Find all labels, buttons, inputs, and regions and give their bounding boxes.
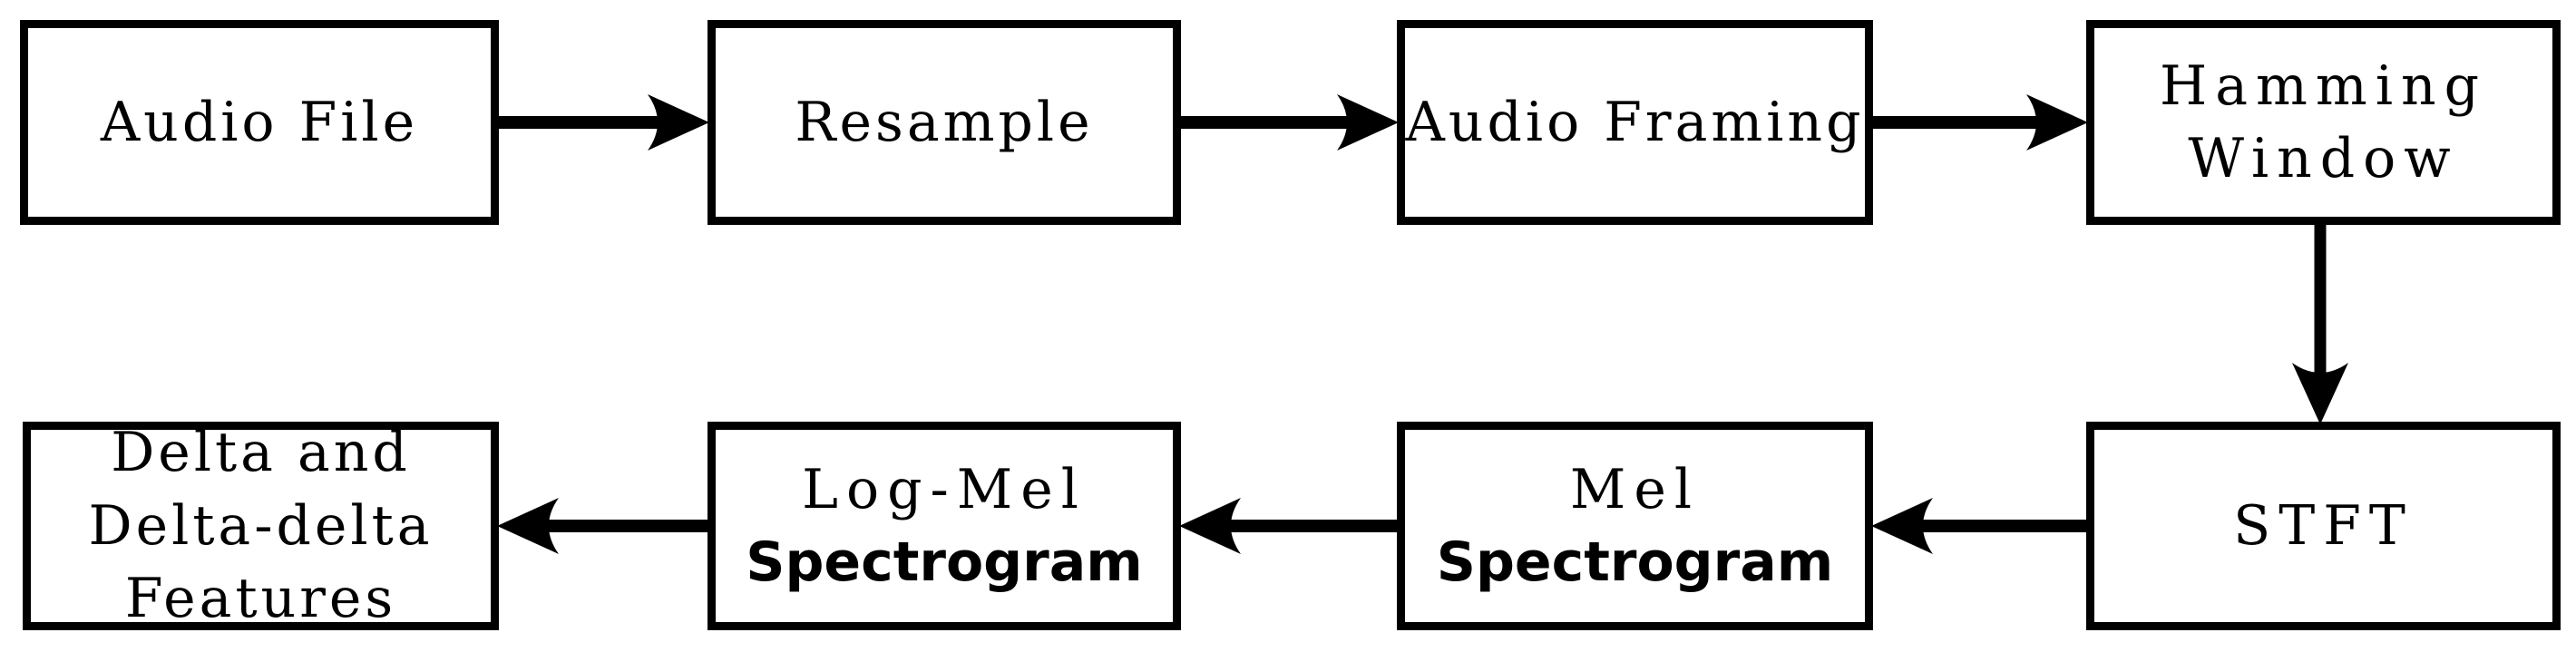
- edge-resample-to-audio-framing: [1181, 94, 1399, 151]
- node-log-mel-spectrogram-line-1: Log-Mel: [802, 457, 1087, 521]
- edge-audio-framing-to-hamming-window: [1873, 94, 2088, 151]
- node-hamming-window-line-2: Window: [2188, 127, 2459, 190]
- node-log-mel-spectrogram[interactable]: Log-Mel Spectrogram: [707, 422, 1181, 630]
- node-hamming-window-line-1: Hamming: [2159, 54, 2488, 118]
- node-delta-features-line-1: Delta and: [111, 421, 411, 485]
- node-delta-features[interactable]: Delta and Delta-delta Features: [23, 421, 499, 630]
- node-audio-file[interactable]: Audio File: [20, 20, 499, 225]
- node-hamming-window[interactable]: Hamming Window: [2086, 20, 2561, 225]
- node-resample[interactable]: Resample: [707, 20, 1181, 225]
- edge-audio-file-to-resample: [499, 94, 709, 151]
- node-mel-spectrogram-line-2: Spectrogram: [1436, 530, 1834, 594]
- node-delta-features-line-2: Delta-delta: [88, 493, 434, 558]
- edge-stft-to-mel-spectrogram: [1871, 498, 2088, 554]
- edge-hamming-window-to-stft: [2290, 223, 2350, 424]
- node-resample-line-1: Resample: [795, 90, 1094, 154]
- node-delta-features-line-3: Features: [124, 567, 397, 631]
- node-stft-line-1: STFT: [2233, 493, 2414, 558]
- node-mel-spectrogram[interactable]: Mel Spectrogram: [1397, 422, 1873, 630]
- node-audio-file-line-1: Audio File: [100, 90, 419, 154]
- node-stft[interactable]: STFT: [2086, 422, 2561, 630]
- edge-mel-to-log-mel-spectrogram: [1179, 498, 1399, 554]
- node-audio-framing-line-1: Audio Framing: [1405, 90, 1865, 154]
- node-log-mel-spectrogram-line-2: Spectrogram: [746, 530, 1143, 594]
- node-mel-spectrogram-line-1: Mel: [1569, 457, 1701, 521]
- node-audio-framing[interactable]: Audio Framing: [1397, 20, 1873, 225]
- edge-log-mel-to-delta-features: [497, 498, 709, 554]
